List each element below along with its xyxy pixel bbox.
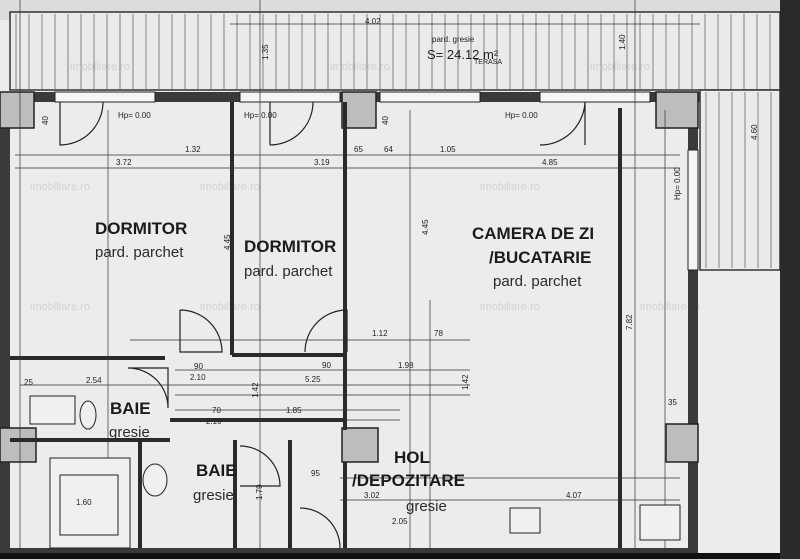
room-living-name-2: /BUCATARIE (489, 248, 591, 267)
watermarks: imobiliare.ro imobiliare.ro imobiliare.r… (30, 61, 700, 313)
dim-label: 4.07 (566, 491, 582, 500)
room-hol-floor: gresie (406, 498, 447, 515)
dim-label: 2.10 (190, 373, 206, 382)
dim-label: 1.05 (440, 145, 456, 154)
dim-label: 1.98 (398, 361, 414, 370)
hp-label: Hp= 0.00 (244, 111, 277, 120)
room-dormitor-2-floor: pard. parchet (244, 263, 333, 280)
dim-label: 3.19 (314, 158, 330, 167)
dim-label: 3.02 (364, 491, 380, 500)
dim-label: 1.42 (251, 382, 260, 398)
terrace-area: S= 24.12 m² (427, 47, 499, 62)
room-hol-name-1: HOL (394, 448, 430, 467)
room-dormitor-1-name: DORMITOR (95, 219, 187, 238)
dimension-labels: Hp= 0.00 Hp= 0.00 Hp= 0.00 Hp= 0.00 3.72… (24, 111, 682, 526)
doors (59, 101, 586, 549)
room-living-floor: pard. parchet (493, 273, 582, 290)
hp-label: Hp= 0.00 (505, 111, 538, 120)
hp-label: Hp= 0.00 (118, 111, 151, 120)
columns (0, 91, 699, 463)
dim-label: 7.82 (625, 314, 634, 330)
watermark: imobiliare.ro (480, 301, 540, 313)
dim-label: 25 (24, 378, 33, 387)
watermark: imobiliare.ro (590, 61, 650, 73)
watermark: imobiliare.ro (640, 301, 700, 313)
terrace-dim-2: 4.60 (750, 124, 759, 140)
dim-label: 4.45 (421, 219, 430, 235)
dim-label: 90 (194, 362, 203, 371)
dim-label: 40 (381, 116, 390, 125)
room-baie-1-name: BAIE (110, 399, 151, 418)
dim-label: 2.10 (206, 417, 222, 426)
terrace-floor: pard. gresie (432, 35, 475, 44)
watermark: imobiliare.ro (200, 181, 260, 193)
dim-label: 4.45 (223, 234, 232, 250)
dim-label: 1.32 (185, 145, 201, 154)
dim-label: 64 (384, 145, 393, 154)
dim-label: 40 (41, 116, 50, 125)
watermark: imobiliare.ro (480, 181, 540, 193)
terrace-name: TERASA (474, 59, 502, 66)
room-baie-2-floor: gresie (193, 487, 234, 504)
windows (54, 91, 699, 271)
dim-label: 95 (311, 469, 320, 478)
room-dormitor-2-name: DORMITOR (244, 237, 336, 256)
dim-label: 4.85 (542, 158, 558, 167)
watermark: imobiliare.ro (200, 301, 260, 313)
dim-label: 1.60 (76, 498, 92, 507)
dim-label: 1.42 (461, 374, 470, 390)
watermark: imobiliare.ro (30, 181, 90, 193)
dim-label: 2.54 (86, 376, 102, 385)
room-baie-2-name: BAIE (196, 461, 237, 480)
watermark: imobiliare.ro (330, 61, 390, 73)
dim-label: 65 (354, 145, 363, 154)
dim-label: 1.12 (372, 329, 388, 338)
watermark: imobiliare.ro (70, 61, 130, 73)
dim-label: 2.05 (392, 517, 408, 526)
dim-label: 70 (212, 406, 221, 415)
room-dormitor-1-floor: pard. parchet (95, 244, 184, 261)
terrace-dim-1: 1.40 (618, 34, 627, 50)
dimension-lines (15, 0, 770, 548)
hp-label: Hp= 0.00 (673, 167, 682, 200)
dim-label: 78 (434, 329, 443, 338)
dim-label: 35 (668, 398, 677, 407)
dim-label: 1.79 (255, 484, 264, 500)
room-living-name-1: CAMERA DE ZI (472, 224, 594, 243)
dim-label: 90 (322, 361, 331, 370)
watermark: imobiliare.ro (30, 301, 90, 313)
terrace-dim-3: 1.35 (261, 44, 270, 60)
dim-label: 5.25 (305, 375, 321, 384)
room-hol-name-2: /DEPOZITARE (352, 471, 465, 490)
room-labels: DORMITOR pard. parchet DORMITOR pard. pa… (95, 219, 594, 515)
terrace-labels: 4.02 pard. gresie S= 24.12 m² TERASA 1.4… (261, 17, 759, 140)
dim-label: 3.72 (116, 158, 132, 167)
room-baie-1-floor: gresie (109, 424, 150, 441)
fixtures (29, 395, 681, 549)
terrace-width-dim: 4.02 (365, 17, 381, 26)
dim-label: 1.85 (286, 406, 302, 415)
